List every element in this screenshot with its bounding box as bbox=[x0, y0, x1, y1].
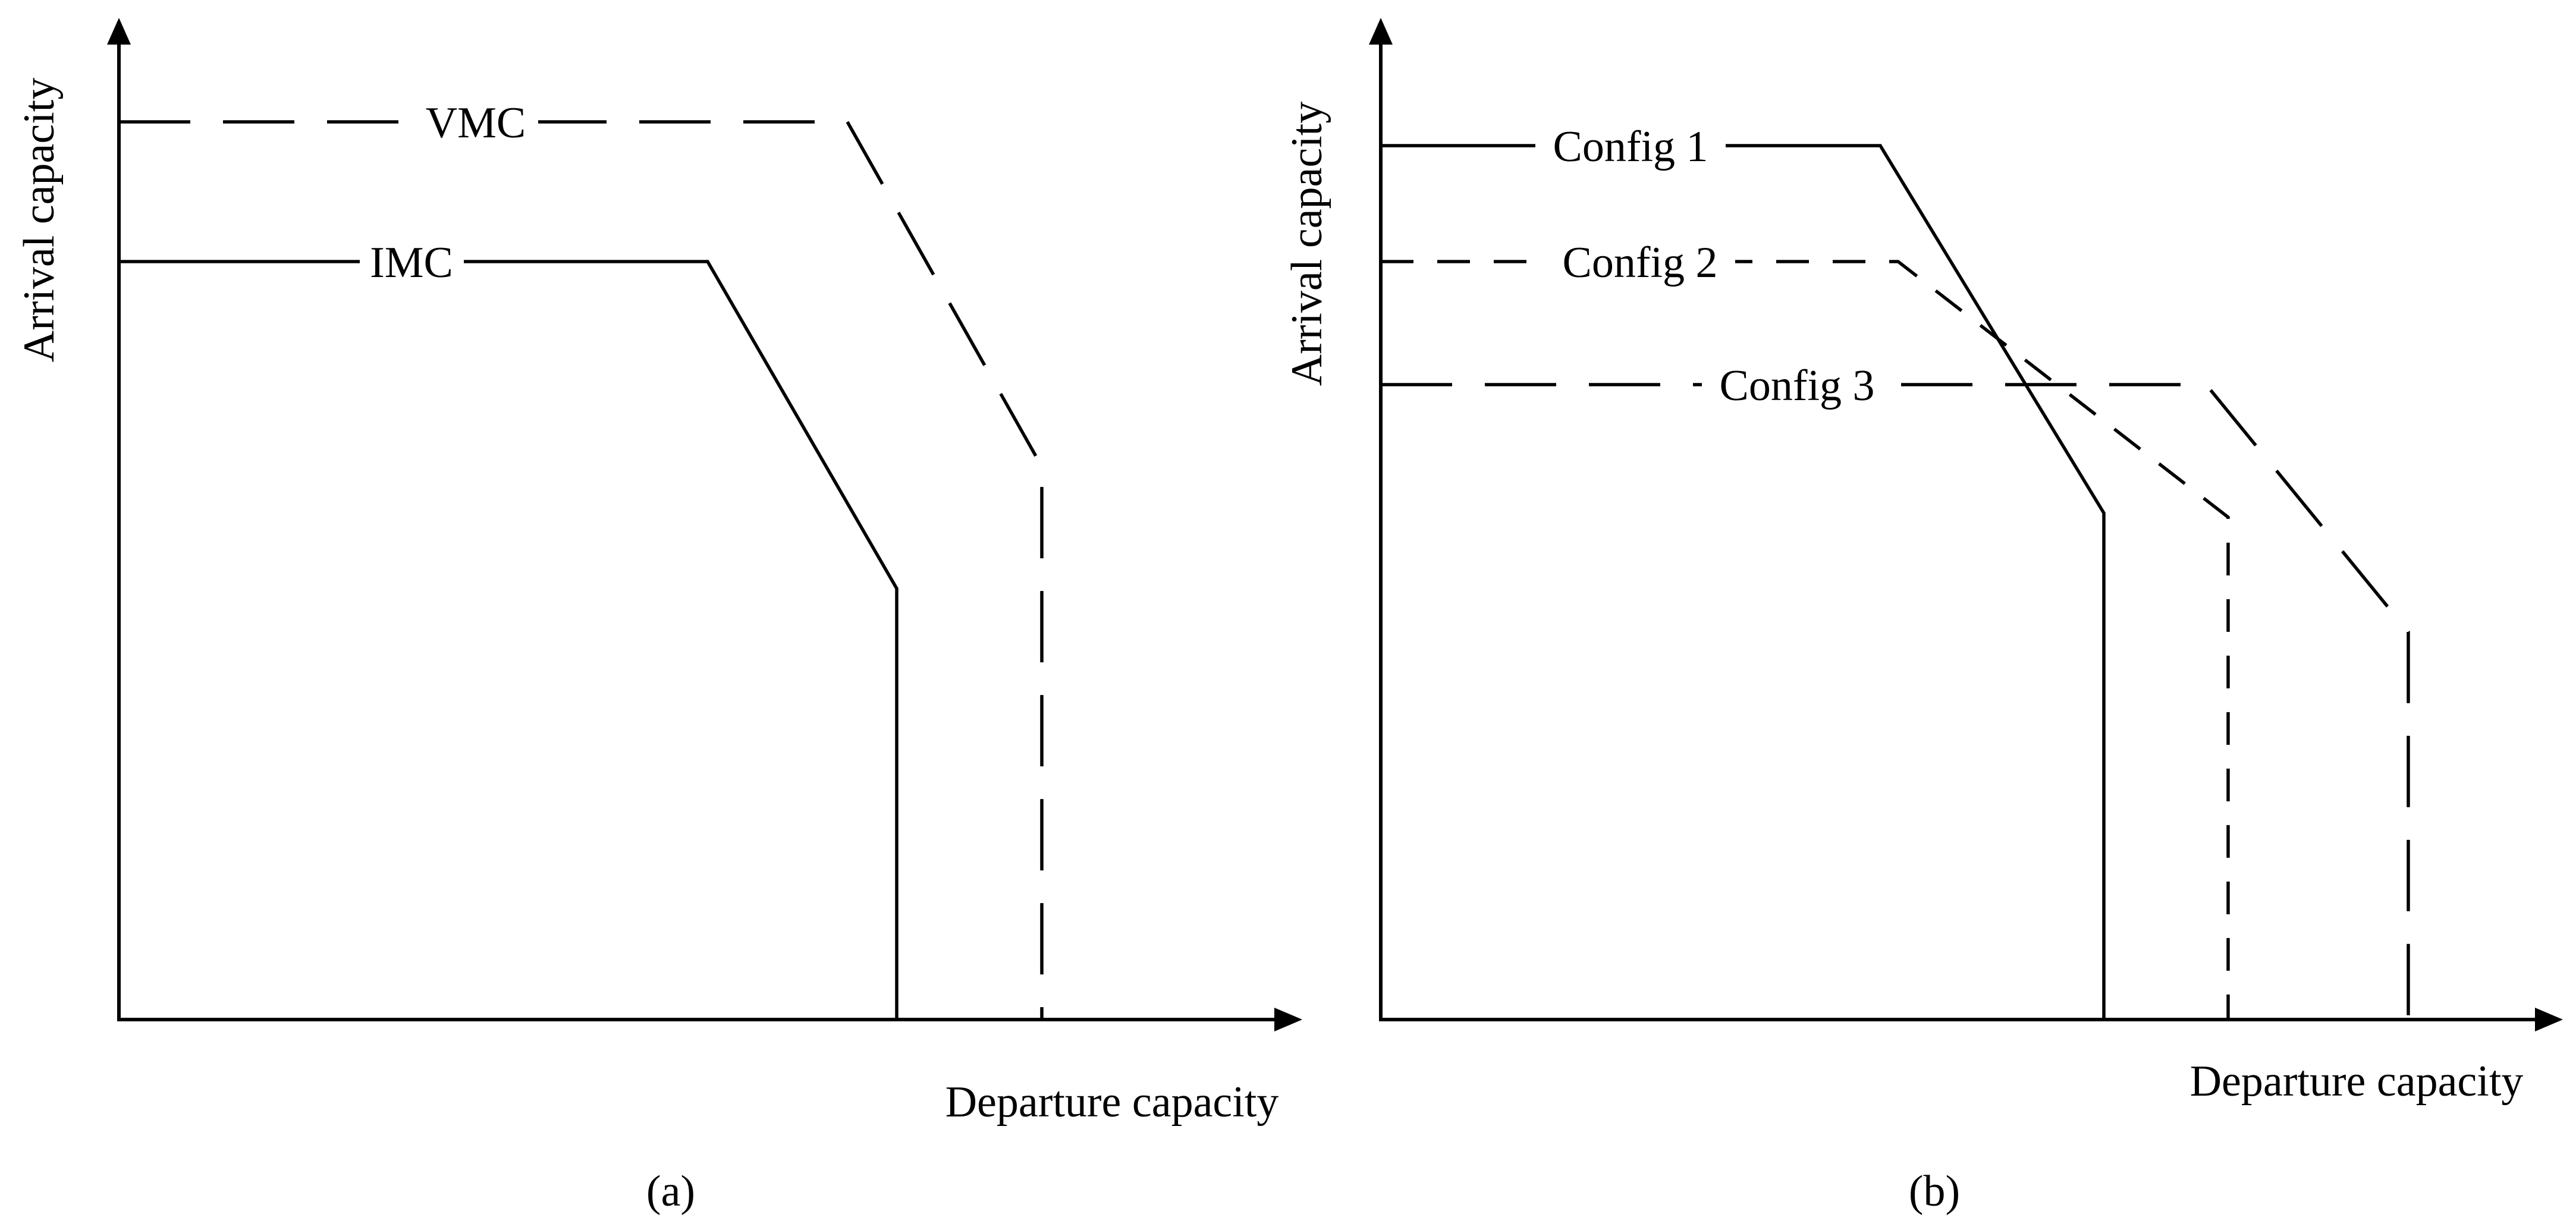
panel-b-y-axis-label: Arrival capacity bbox=[1283, 102, 1331, 386]
panel-b-config1-label: Config 1 bbox=[1553, 122, 1708, 171]
panel-a-imc-label: IMC bbox=[370, 238, 453, 287]
panel-a-vmc-curve bbox=[119, 120, 1044, 1020]
panel-b-config3-label: Config 3 bbox=[1719, 361, 1874, 410]
panel-b-y-axis-arrow bbox=[1369, 18, 1393, 45]
panel-b-caption: (b) bbox=[1909, 1167, 1960, 1216]
panel-a-vmc-label-bg bbox=[413, 95, 538, 149]
panel-b-config3-curve bbox=[1381, 383, 2410, 1020]
panel-b-x-axis-label: Departure capacity bbox=[2190, 1057, 2524, 1106]
panel-b-config2-label: Config 2 bbox=[1562, 238, 1717, 287]
panel-b-config1-curve bbox=[1381, 144, 2106, 1020]
panel-b-config2-label-bg bbox=[1545, 235, 1735, 288]
panel-a-vmc-label: VMC bbox=[426, 99, 526, 147]
panel-b-x-axis-arrow bbox=[2535, 1008, 2563, 1031]
panel-a-x-axis-arrow bbox=[1274, 1008, 1302, 1031]
panel-a-x-axis-label: Departure capacity bbox=[945, 1078, 1279, 1127]
panel-a-caption: (a) bbox=[646, 1167, 695, 1216]
panel-a-y-axis-label: Arrival capacity bbox=[15, 78, 64, 363]
panel-a-y-axis-arrow bbox=[107, 18, 131, 45]
panel-b: Config 1 Config 2 Config 3 Arrival capac… bbox=[1283, 18, 2563, 1216]
panel-a-imc-label-bg bbox=[360, 235, 464, 288]
panel-b-config3-label-bg bbox=[1702, 358, 1892, 411]
panel-a: VMC IMC Arrival capacity Departure capac… bbox=[15, 18, 1302, 1216]
panel-a-imc-curve bbox=[119, 260, 899, 1020]
panel-b-config1-label-bg bbox=[1535, 119, 1726, 172]
